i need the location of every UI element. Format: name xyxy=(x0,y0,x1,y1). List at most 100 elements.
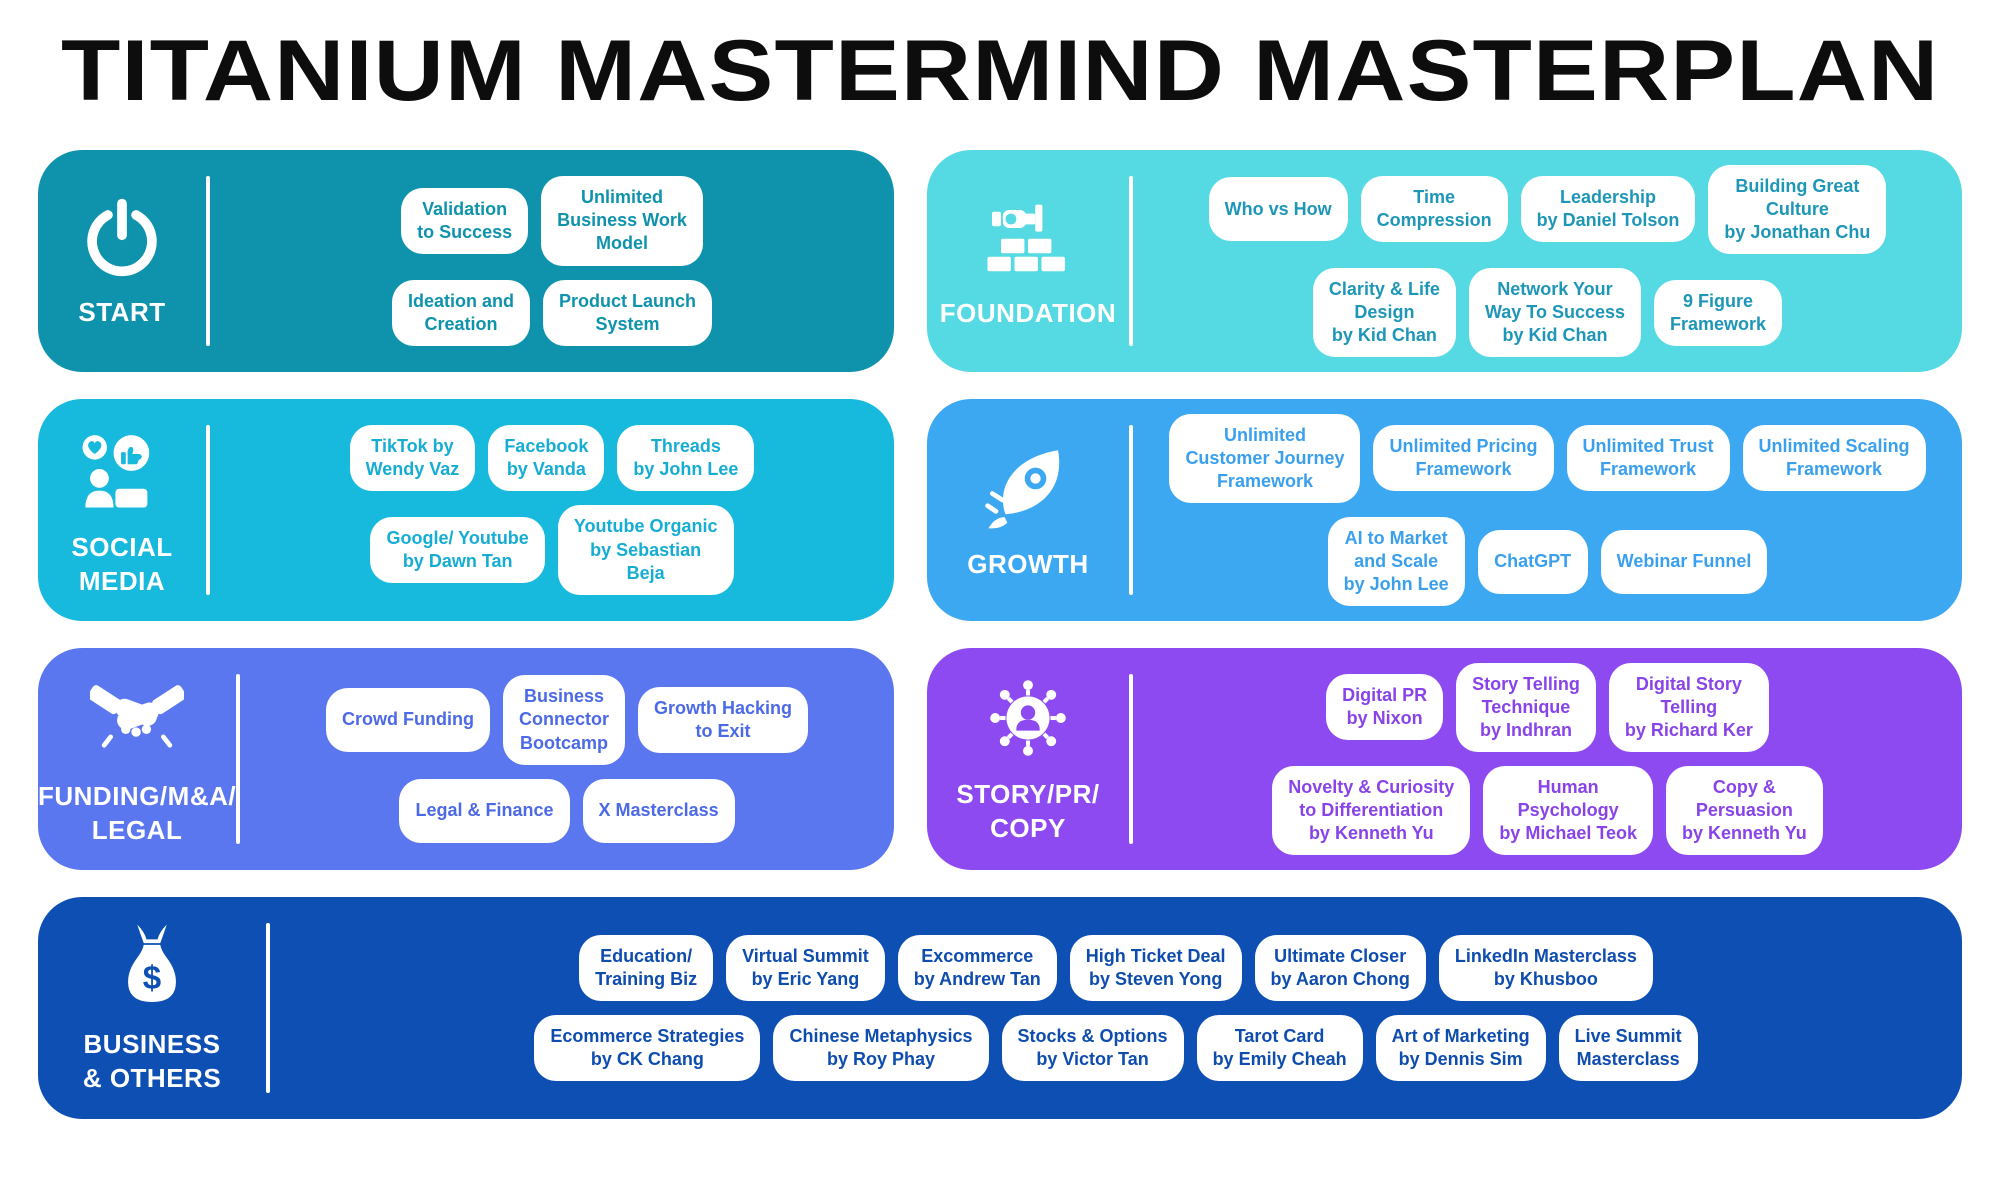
course-pill: Validation to Success xyxy=(401,187,529,254)
pill-row: Novelty & Curiosity to Differentiation b… xyxy=(1145,766,1950,856)
section-social-label: SOCIAL MEDIA xyxy=(38,422,206,599)
section-story-title: STORY/PR/ COPY xyxy=(956,778,1100,843)
course-pill: Leadership by Daniel Tolson xyxy=(1520,176,1696,243)
section-business-label: $ BUSINESS & OTHERS xyxy=(38,921,266,1096)
divider xyxy=(1129,425,1133,595)
course-pill: Excommerce by Andrew Tan xyxy=(897,934,1057,1001)
section-funding-title: FUNDING/M&A/ LEGAL xyxy=(38,780,237,845)
section-foundation-title: FOUNDATION xyxy=(939,297,1117,328)
course-pill: Threads by John Lee xyxy=(617,425,755,492)
course-pill: Network Your Way To Success by Kid Chan xyxy=(1468,268,1642,358)
network-person-icon xyxy=(983,673,1073,763)
divider xyxy=(206,425,210,595)
svg-text:$: $ xyxy=(143,960,161,997)
power-icon xyxy=(78,193,166,281)
divider xyxy=(236,674,241,844)
main-title-text: TITANIUM MASTERMIND MASTERPLAN xyxy=(60,23,1940,119)
course-pill: Time Compression xyxy=(1360,176,1508,243)
course-pill: Ideation and Creation xyxy=(391,279,530,346)
course-pill: TikTok by Wendy Vaz xyxy=(349,425,476,492)
money-bag-icon: $ xyxy=(106,921,198,1013)
course-pill: Ecommerce Strategies by CK Chang xyxy=(534,1015,761,1082)
course-pill: Digital PR by Nixon xyxy=(1326,674,1444,741)
divider xyxy=(266,923,270,1093)
section-social-title: SOCIAL MEDIA xyxy=(71,531,173,596)
course-pill: LinkedIn Masterclass by Khusboo xyxy=(1438,934,1653,1001)
course-pill: AI to Market and Scale by John Lee xyxy=(1327,517,1465,607)
course-pill: Art of Marketing by Dennis Sim xyxy=(1375,1015,1546,1082)
course-pill: Business Connector Bootcamp xyxy=(503,675,626,765)
course-pill: Unlimited Trust Framework xyxy=(1566,425,1730,492)
course-pill: Unlimited Scaling Framework xyxy=(1742,425,1926,492)
course-pill: Webinar Funnel xyxy=(1600,529,1768,594)
course-pill: Who vs How xyxy=(1208,177,1348,242)
course-pill: Clarity & Life Design by Kid Chan xyxy=(1312,268,1456,358)
course-pill: Tarot Card by Emily Cheah xyxy=(1196,1015,1363,1082)
course-pill: Growth Hacking to Exit xyxy=(638,686,809,754)
course-pill: Unlimited Pricing Framework xyxy=(1373,425,1554,492)
header: TITANIUM MASTERMIND MASTERPLAN xyxy=(0,22,2000,124)
social-engagement-icon xyxy=(75,422,169,516)
course-pill: ChatGPT xyxy=(1477,529,1588,594)
section-growth-label: GROWTH xyxy=(927,439,1129,581)
section-growth: GROWTH Unlimited Customer Journey Framew… xyxy=(927,399,1962,621)
divider xyxy=(206,176,210,346)
course-pill: Novelty & Curiosity to Differentiation b… xyxy=(1272,766,1471,856)
course-pill: X Masterclass xyxy=(582,778,735,843)
section-start-title: START xyxy=(78,296,166,327)
section-start-label: START xyxy=(38,193,206,329)
course-pill: High Ticket Deal by Steven Yong xyxy=(1069,934,1242,1001)
course-pill: Digital Story Telling by Richard Ker xyxy=(1608,662,1769,752)
section-story-label: STORY/PR/ COPY xyxy=(927,673,1129,846)
course-pill: Stocks & Options by Victor Tan xyxy=(1001,1015,1184,1082)
course-pill: Virtual Summit by Eric Yang xyxy=(726,934,885,1001)
course-pill: Education/ Training Biz xyxy=(579,934,714,1001)
course-pill: Building Great Culture by Jonathan Chu xyxy=(1708,164,1887,254)
course-pill: Live Summit Masterclass xyxy=(1558,1015,1698,1082)
course-pill: Crowd Funding xyxy=(326,688,491,752)
course-pill: Facebook by Vanda xyxy=(488,425,605,492)
handshake-icon xyxy=(90,671,185,765)
section-growth-title: GROWTH xyxy=(967,548,1089,579)
section-funding-label: FUNDING/M&A/ LEGAL xyxy=(38,671,236,848)
course-pill: 9 Figure Framework xyxy=(1654,279,1783,346)
section-foundation-label: FOUNDATION xyxy=(927,192,1129,330)
section-business-title: BUSINESS & OTHERS xyxy=(82,1028,222,1093)
course-pill: Chinese Metaphysics by Roy Phay xyxy=(773,1015,989,1082)
course-pill: Story Telling Technique by Indhran xyxy=(1456,662,1596,752)
course-pill: Ultimate Closer by Aaron Chong xyxy=(1254,934,1426,1001)
course-pill: Product Launch System xyxy=(543,279,713,346)
course-pill: Unlimited Business Work Model xyxy=(541,176,703,266)
divider xyxy=(1129,176,1133,346)
main-title: TITANIUM MASTERMIND MASTERPLAN xyxy=(61,22,1939,121)
course-pill: Legal & Finance xyxy=(399,778,570,843)
course-pill: Youtube Organic by Sebastian Beja xyxy=(557,505,734,595)
bricklaying-icon xyxy=(983,192,1073,282)
